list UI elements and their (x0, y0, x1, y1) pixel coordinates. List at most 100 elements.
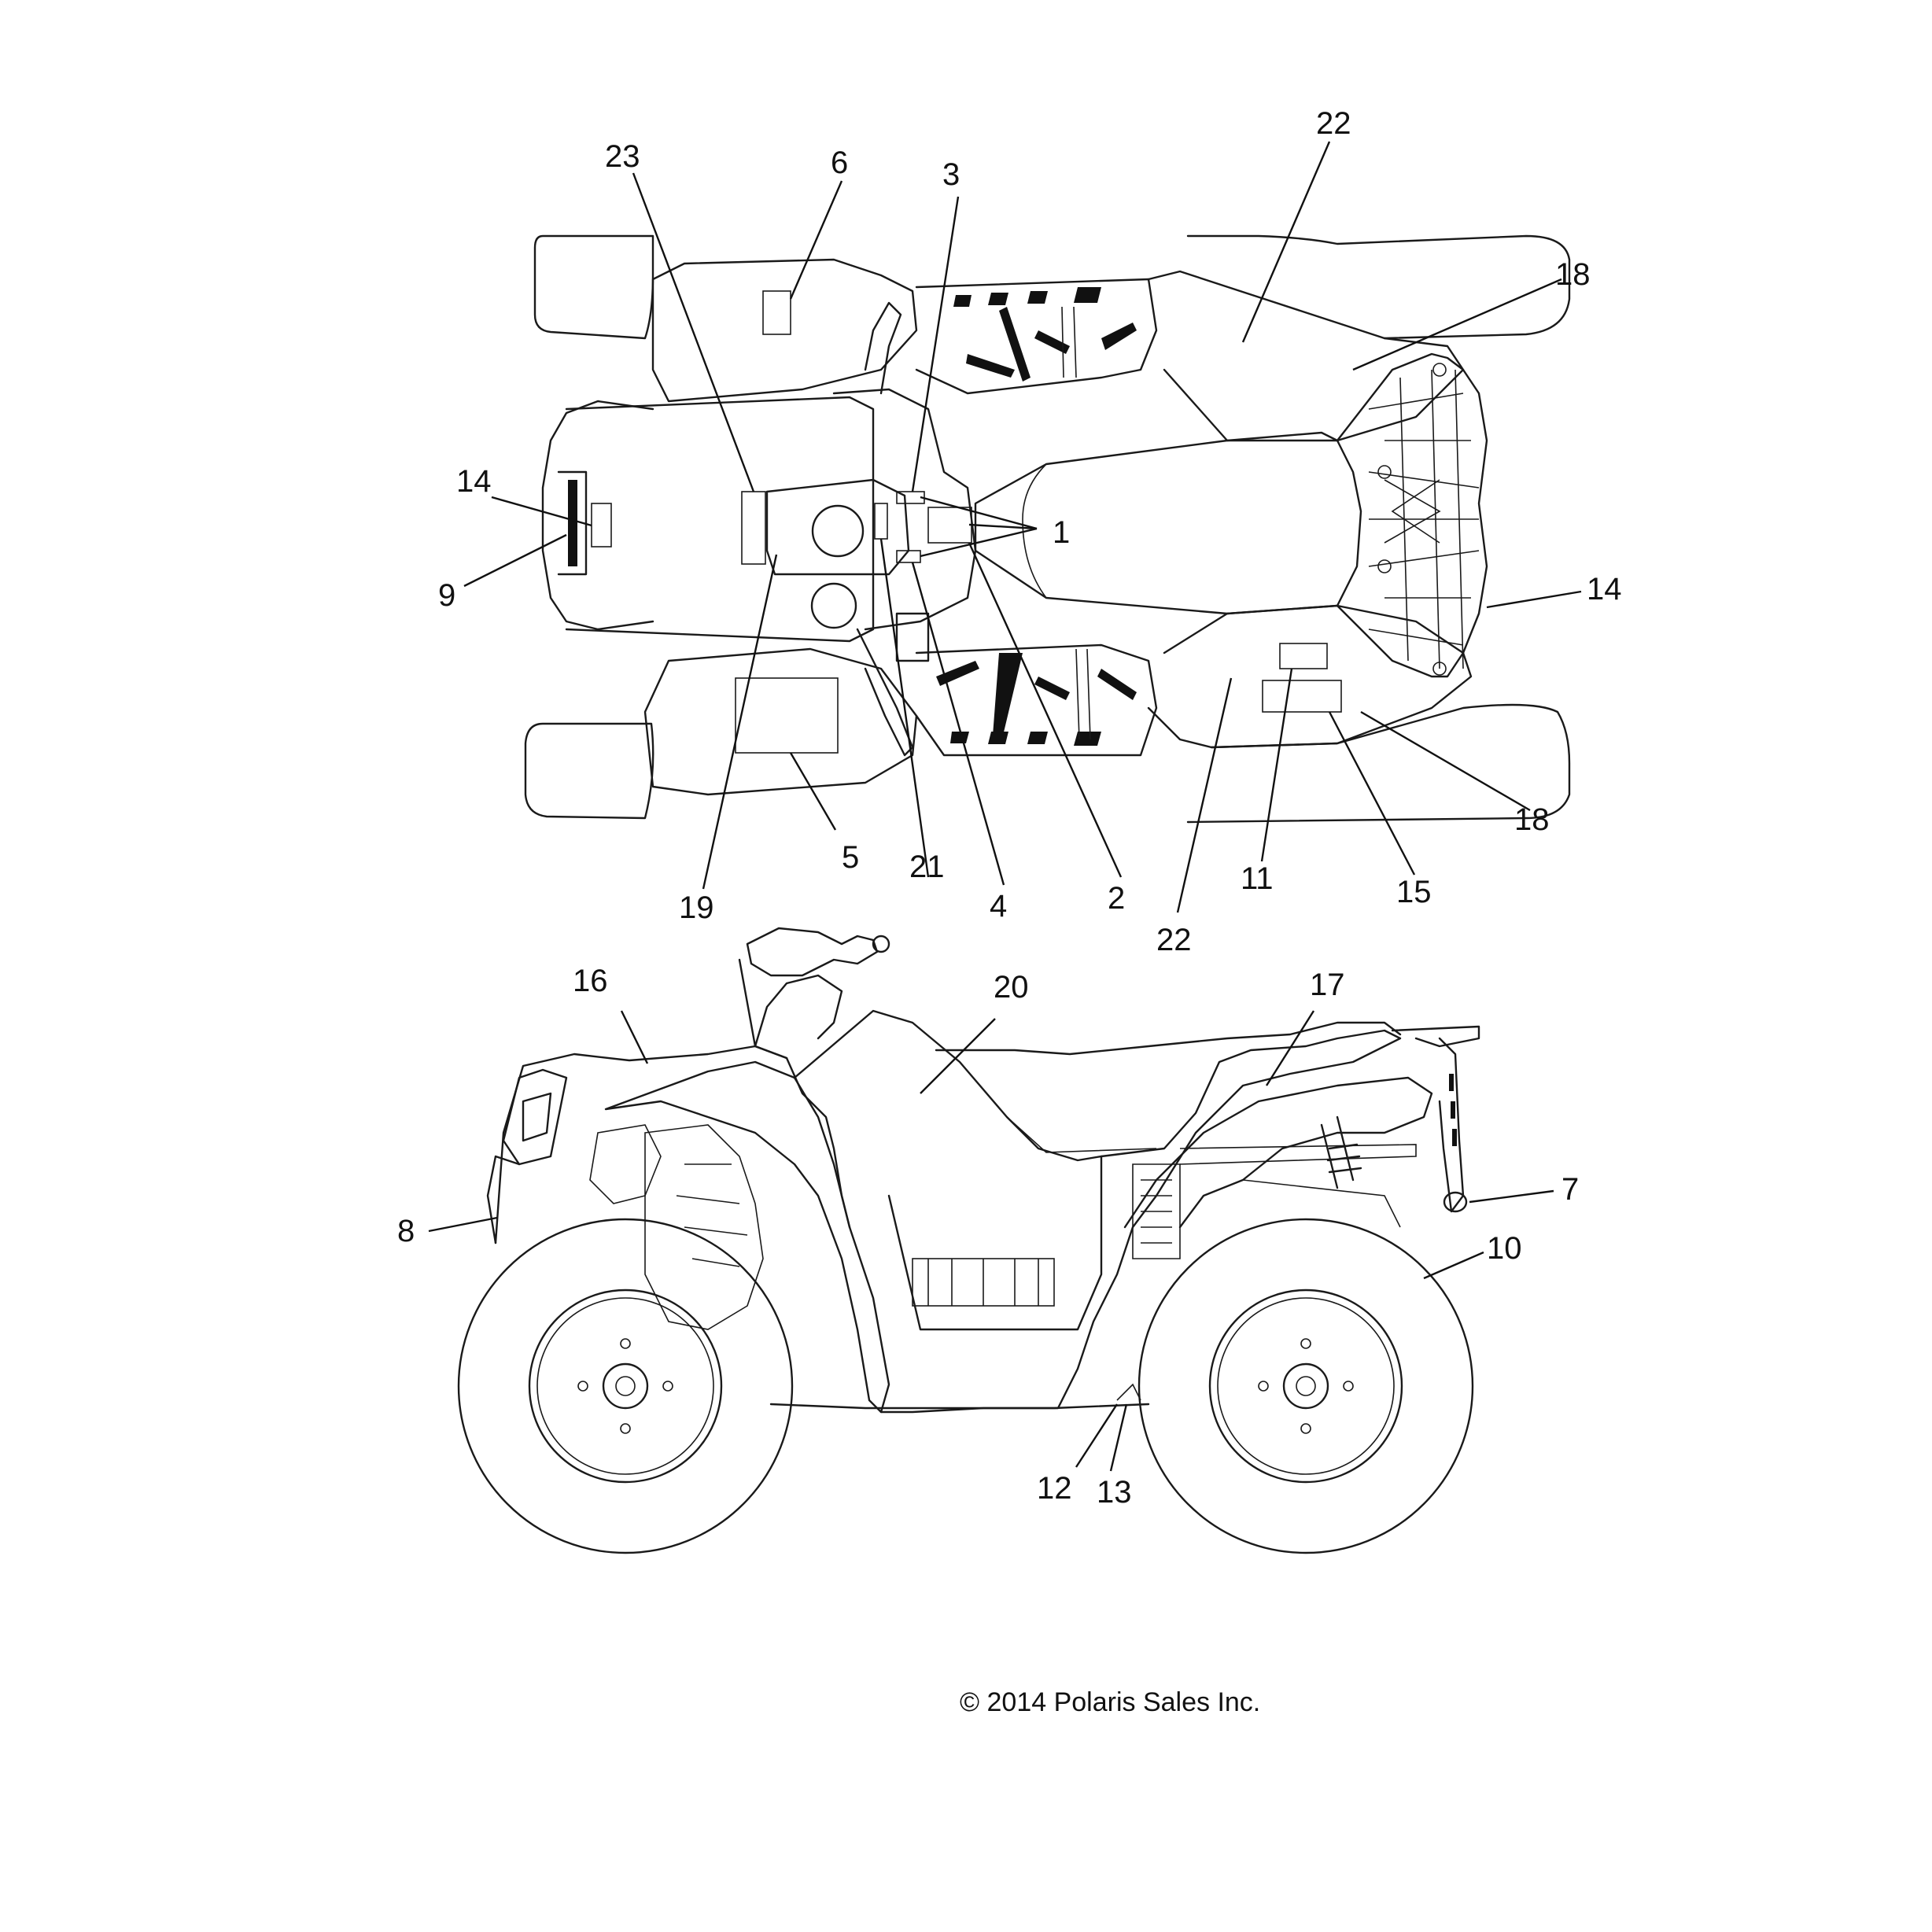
leader-8 (428, 1216, 498, 1233)
top-right-floorboard (915, 643, 1158, 757)
leader-22b (1176, 677, 1233, 913)
side-rear-rim-inner (1217, 1297, 1395, 1475)
top-handlebar-right (856, 628, 914, 757)
top-front-grille-bar (568, 480, 577, 566)
side-handlebar (746, 927, 879, 977)
decal-14-front-box (591, 503, 612, 548)
callout-6: 6 (831, 146, 848, 180)
side-front-lug-2 (620, 1423, 631, 1434)
callout-20: 20 (994, 970, 1029, 1005)
side-rear-rack-slot-2 (1451, 1101, 1455, 1119)
callout-15: 15 (1396, 875, 1432, 909)
side-rear-lug-3 (1258, 1381, 1269, 1392)
side-rear-shock (1320, 1115, 1362, 1189)
callout-8: 8 (397, 1214, 415, 1248)
callout-2: 2 (1108, 881, 1125, 916)
leader-12 (1075, 1403, 1119, 1468)
top-switch-housing (895, 612, 930, 662)
callout-13: 13 (1097, 1475, 1132, 1510)
side-front-lug-1 (620, 1338, 631, 1349)
top-center-body (832, 388, 977, 631)
callout-14-front: 14 (456, 464, 492, 499)
leader-17 (1265, 1010, 1315, 1086)
callout-7: 7 (1561, 1172, 1579, 1207)
top-front-right-fender (643, 647, 918, 796)
side-rear-hub (1282, 1362, 1329, 1410)
top-handlebar-left (864, 301, 902, 395)
leader-7 (1469, 1189, 1554, 1204)
decal-15-box (1262, 680, 1342, 713)
leader-13 (1109, 1403, 1128, 1472)
side-seat (935, 1021, 1402, 1056)
side-front-rack (502, 1068, 568, 1166)
top-rack-bolt-3 (1377, 465, 1392, 479)
leader-1a (920, 496, 1038, 530)
top-left-tread-marks (953, 287, 1137, 382)
top-front-rack (565, 396, 875, 643)
side-rear-lug-2 (1300, 1423, 1311, 1434)
side-rear-rack-slot-3 (1452, 1129, 1457, 1146)
side-engine-block (644, 1124, 764, 1330)
leader-9 (463, 533, 567, 588)
side-front-rim (528, 1289, 723, 1484)
callout-3: 3 (942, 157, 960, 192)
callout-1: 1 (1053, 515, 1070, 550)
side-front-lug-4 (662, 1381, 673, 1392)
leader-18a (1352, 278, 1562, 371)
side-engine-details (589, 1124, 748, 1267)
side-radiator (1132, 1163, 1181, 1259)
top-front-right-tire (524, 722, 654, 820)
top-front-left-tire (533, 234, 654, 340)
top-rack-bolt-4 (1377, 559, 1392, 573)
leader-11 (1260, 668, 1293, 862)
leader-5 (789, 752, 837, 831)
copyright-notice: © 2014 Polaris Sales Inc. (960, 1687, 1260, 1717)
top-left-tread-strips (1061, 306, 1077, 378)
side-seat-lower (1006, 1116, 1157, 1153)
leader-14b (1486, 590, 1582, 609)
side-frame-bottom (769, 1403, 1150, 1410)
top-rear-right-fender (1147, 604, 1473, 749)
callout-10: 10 (1487, 1231, 1522, 1266)
top-rear-rack-grid (1368, 369, 1480, 669)
decal-23-box (741, 491, 766, 565)
top-seat (974, 431, 1362, 615)
callout-9: 9 (438, 578, 455, 613)
side-engine-cylinders (927, 1259, 1039, 1306)
side-rear-tire (1137, 1218, 1474, 1554)
top-fuel-cap (810, 582, 857, 629)
leader-18b (1360, 710, 1531, 812)
leader-1b (968, 523, 1038, 530)
side-side-panel (887, 1155, 1103, 1331)
side-rear-lug-1 (1300, 1338, 1311, 1349)
top-seat-seam (1022, 463, 1047, 599)
leader-21 (879, 538, 930, 878)
atv-side-view (457, 927, 1480, 1554)
leader-10 (1423, 1251, 1484, 1280)
callout-4: 4 (990, 889, 1007, 924)
decal-21-box (874, 503, 888, 540)
callout-5: 5 (842, 840, 859, 875)
side-front-hub (602, 1362, 649, 1410)
leader-14a (491, 496, 592, 527)
side-rear-fender (1123, 1076, 1433, 1229)
side-front-fender (604, 1060, 890, 1414)
decal-6-box (762, 290, 791, 335)
side-front-rim-inner (536, 1297, 714, 1475)
callout-23: 23 (605, 139, 640, 174)
side-windshield-guard (738, 958, 788, 1060)
leader-lines (428, 141, 1582, 1472)
callout-17: 17 (1310, 968, 1345, 1002)
side-footrest (1116, 1383, 1141, 1401)
callout-22-bottom: 22 (1156, 923, 1192, 957)
leader-6 (789, 180, 843, 300)
side-headlight (522, 1092, 552, 1142)
decal-5-box (735, 677, 839, 754)
callout-22-top: 22 (1316, 106, 1351, 141)
top-rear-right-tire (1186, 703, 1571, 824)
top-right-tread-marks (936, 653, 1137, 746)
callout-labels: 1 2 3 4 5 6 7 8 9 10 11 12 13 14 14 15 1… (397, 106, 1622, 1510)
decal-11-box (1279, 643, 1328, 669)
leader-20 (920, 1018, 996, 1094)
